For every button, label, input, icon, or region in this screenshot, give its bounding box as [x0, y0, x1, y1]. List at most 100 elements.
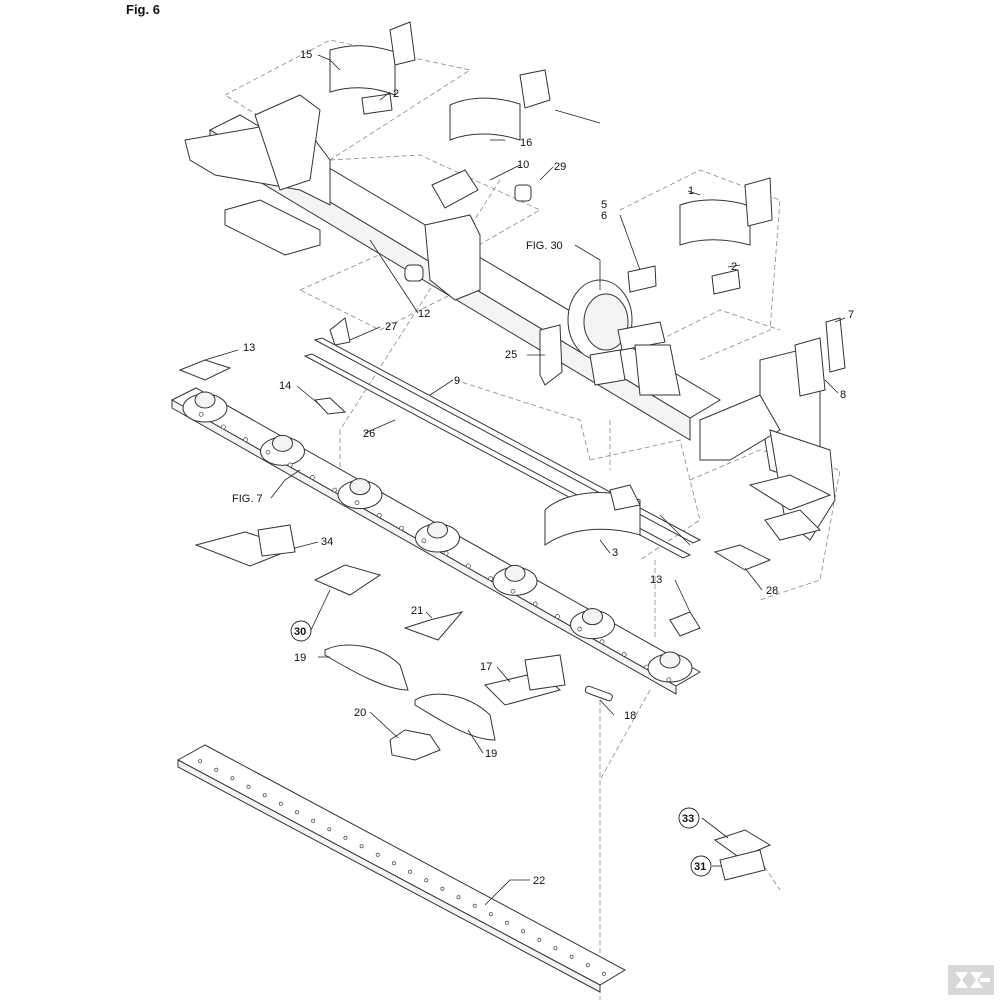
brand-k-chevron-logo-icon [948, 965, 994, 995]
callout-12: 12 [418, 308, 430, 320]
shield-bracket-1 [679, 177, 773, 246]
bar-hole [221, 424, 226, 430]
blade-17 [484, 654, 566, 706]
disc-hub [427, 521, 448, 539]
shield-bracket-15 [329, 21, 416, 96]
clip-14 [313, 397, 347, 415]
callout-21: 21 [411, 605, 423, 617]
bracket-20 [389, 729, 441, 761]
skid-hole [230, 776, 235, 781]
callout-28: 28 [766, 585, 778, 597]
plate-8 [794, 337, 826, 397]
deflector-30 [313, 564, 382, 596]
clamp-plate-2b [711, 269, 741, 295]
skid-hole [472, 903, 477, 908]
plate-28 [713, 544, 772, 571]
plate-10 [431, 169, 479, 209]
bar-hole [621, 652, 627, 657]
bar-hole [488, 576, 494, 581]
skid-hole [246, 784, 251, 789]
callout-labels: 15 2 16 10 29 1 5 6 FIG. 30 2 7 8 12 27 … [232, 49, 854, 887]
pin-18 [584, 685, 613, 702]
callout-34: 34 [321, 536, 333, 548]
skid-hole [343, 835, 348, 840]
callout-26: 26 [363, 428, 375, 440]
cover-19b [414, 693, 496, 741]
disc-row [182, 391, 693, 683]
callout-6: 6 [601, 210, 607, 222]
callout-13b: 13 [650, 574, 662, 586]
bar-hole [421, 538, 427, 544]
callout-33-ring [678, 807, 700, 829]
skid-hole [601, 971, 606, 976]
callout-9: 9 [454, 375, 460, 387]
figure-title: Fig. 6 [126, 2, 160, 17]
skid-hole [553, 946, 558, 951]
skid-hole [424, 878, 429, 883]
skid-holes [198, 759, 606, 976]
skid-plate-22 [176, 744, 627, 993]
skid-hole [198, 759, 203, 764]
bracket-7 [825, 317, 846, 373]
skid-hole [391, 861, 396, 866]
skid-hole [505, 920, 509, 925]
clamp-plate-2a [361, 93, 393, 115]
callout-22: 22 [533, 875, 545, 887]
bar-hole [644, 664, 649, 670]
bar-hole [443, 550, 449, 556]
disc-hub [349, 478, 371, 496]
callout-fig-30: FIG. 30 [526, 240, 563, 252]
disc-hub [582, 608, 603, 626]
callout-25: 25 [505, 349, 517, 361]
bushing-29 [514, 184, 532, 202]
disc-hub [504, 564, 526, 582]
bar-hole [510, 588, 516, 594]
detail-bracket-33-31 [713, 829, 772, 881]
callout-13: 13 [243, 342, 255, 354]
bar-hole [198, 411, 204, 417]
callout-14: 14 [279, 380, 291, 392]
cover-19a [324, 644, 409, 691]
bar-hole [265, 449, 271, 455]
skid-hole [262, 793, 267, 798]
bar-hole [466, 563, 471, 569]
spacer-plate-5-6 [627, 265, 657, 293]
bar-hole [599, 639, 605, 645]
skid-hole [311, 818, 316, 823]
skid-hole [295, 810, 299, 815]
callout-17: 17 [480, 661, 492, 673]
bar-hole [354, 500, 360, 506]
shield-bracket-16 [449, 69, 601, 141]
disc-hub [659, 651, 681, 669]
gearbox-assembly [567, 279, 681, 396]
bolt-26 [659, 514, 691, 546]
bar-hole [287, 462, 293, 468]
bar-hole [310, 475, 315, 480]
guard-plate-34 [194, 524, 297, 567]
bracket-27 [329, 317, 351, 346]
skid-hole [327, 827, 332, 832]
leader-lines [204, 54, 846, 906]
skid-hole [375, 852, 380, 857]
callout-15: 15 [300, 49, 312, 61]
callout-10: 10 [517, 159, 529, 171]
skid-hole [521, 929, 526, 934]
disc-hub [272, 434, 293, 452]
bracket-13b [669, 611, 701, 637]
skid-hole [585, 963, 590, 968]
skid-hole [359, 844, 364, 849]
callout-31-ring [690, 855, 712, 877]
callout-31: 31 [694, 861, 706, 873]
skid-hole [440, 886, 445, 891]
callout-30: 30 [294, 626, 306, 638]
callout-27: 27 [385, 321, 397, 333]
callout-16: 16 [520, 137, 532, 149]
skid-hole [488, 912, 493, 917]
bar-hole [376, 513, 382, 518]
callout-29: 29 [554, 161, 566, 173]
callout-8: 8 [840, 389, 846, 401]
bar-hole [577, 626, 583, 632]
callout-fig-7: FIG. 7 [232, 493, 263, 505]
callout-33: 33 [682, 813, 694, 825]
